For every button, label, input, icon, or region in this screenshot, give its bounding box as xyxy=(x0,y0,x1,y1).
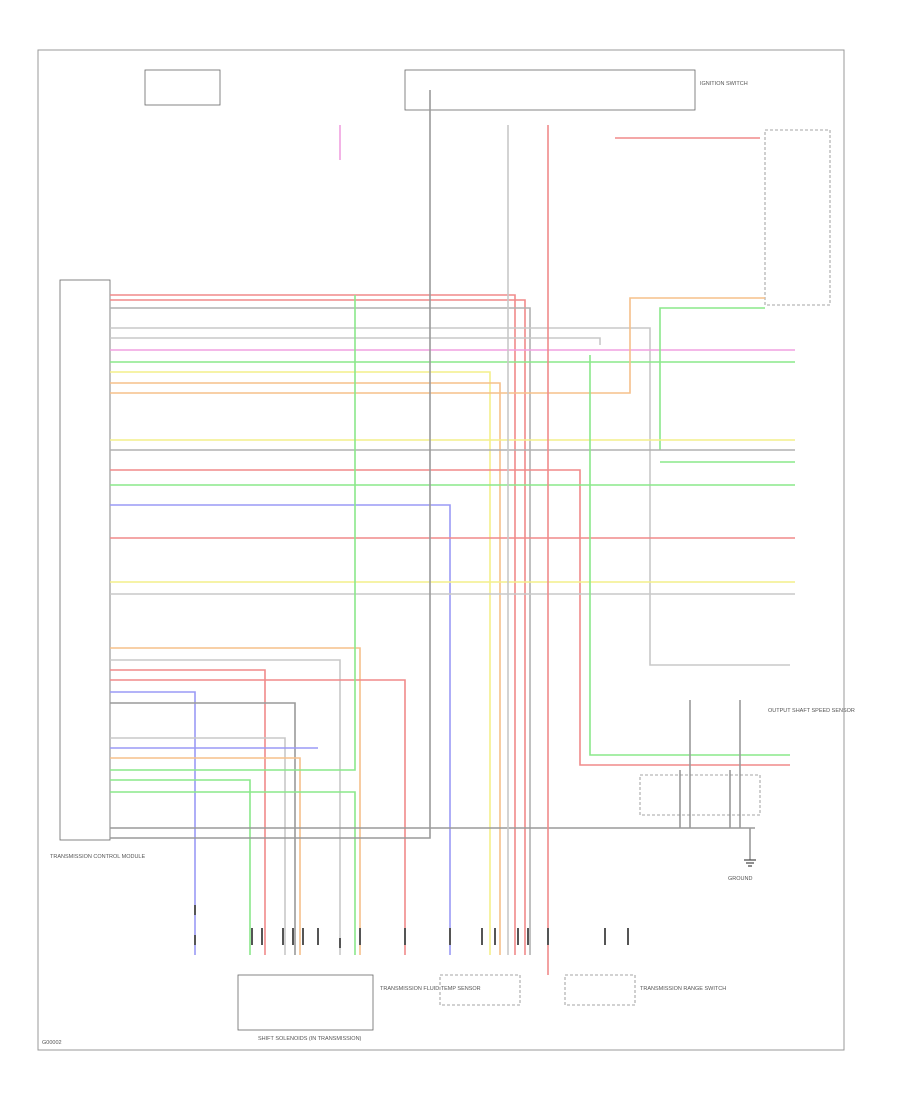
wire-gray-2 xyxy=(110,327,790,666)
ground-stubs xyxy=(679,700,751,860)
diagram-frame xyxy=(37,49,845,1051)
wire-gray-3 xyxy=(110,337,601,345)
range-switch-box xyxy=(764,129,831,306)
wire-orange-4 xyxy=(110,757,301,955)
wire-gray-10 xyxy=(110,90,431,839)
tcm-box xyxy=(59,279,111,841)
wire-blue-2 xyxy=(110,691,196,955)
wire-green-6 xyxy=(110,779,251,955)
wire-orange-2 xyxy=(110,297,765,394)
label-range-switch: TRANSMISSION RANGE SWITCH xyxy=(640,986,726,992)
label-ground: GROUND xyxy=(728,876,752,882)
label-output-speed: OUTPUT SHAFT SPEED SENSOR xyxy=(768,708,855,714)
fluid-temp-box xyxy=(439,974,521,1006)
label-tcm: TRANSMISSION CONTROL MODULE xyxy=(50,854,145,860)
wire-red-6 xyxy=(110,679,406,955)
connector-pins xyxy=(194,905,629,948)
label-ignition: IGNITION SWITCH xyxy=(700,81,748,87)
wire-orange-1 xyxy=(110,382,501,955)
wire-green-7 xyxy=(110,791,356,955)
fuse-box-2 xyxy=(404,69,696,111)
output-speed-box xyxy=(639,774,761,816)
wire-red-5 xyxy=(110,669,266,955)
wire-gray-8 xyxy=(110,737,286,955)
fuse-box-1 xyxy=(144,69,221,106)
speed-sensor-box xyxy=(564,974,636,1006)
wire-red-2 xyxy=(110,299,526,955)
wire-gray-1 xyxy=(110,307,531,955)
wire-yellow-1 xyxy=(110,371,491,955)
wire-red-3 xyxy=(110,469,790,766)
shift-solenoids-box xyxy=(237,974,374,1031)
wire-gray-7 xyxy=(110,702,296,955)
wire-gray-6 xyxy=(110,659,341,955)
wire-green-5 xyxy=(110,295,356,771)
wire-orange-3 xyxy=(110,647,361,955)
wire-blue-1 xyxy=(110,504,451,955)
label-fluid-temp: TRANSMISSION FLUID TEMP SENSOR xyxy=(380,986,481,992)
wire-green-2 xyxy=(659,307,765,450)
wire-harness xyxy=(110,90,795,975)
footer-code: G00002 xyxy=(42,1040,62,1046)
wire-green-8 xyxy=(589,355,790,756)
label-shift-solenoids: SHIFT SOLENOIDS (IN TRANSMISSION) xyxy=(258,1036,362,1042)
ground-icon xyxy=(744,859,756,867)
wire-red-1 xyxy=(110,294,516,955)
